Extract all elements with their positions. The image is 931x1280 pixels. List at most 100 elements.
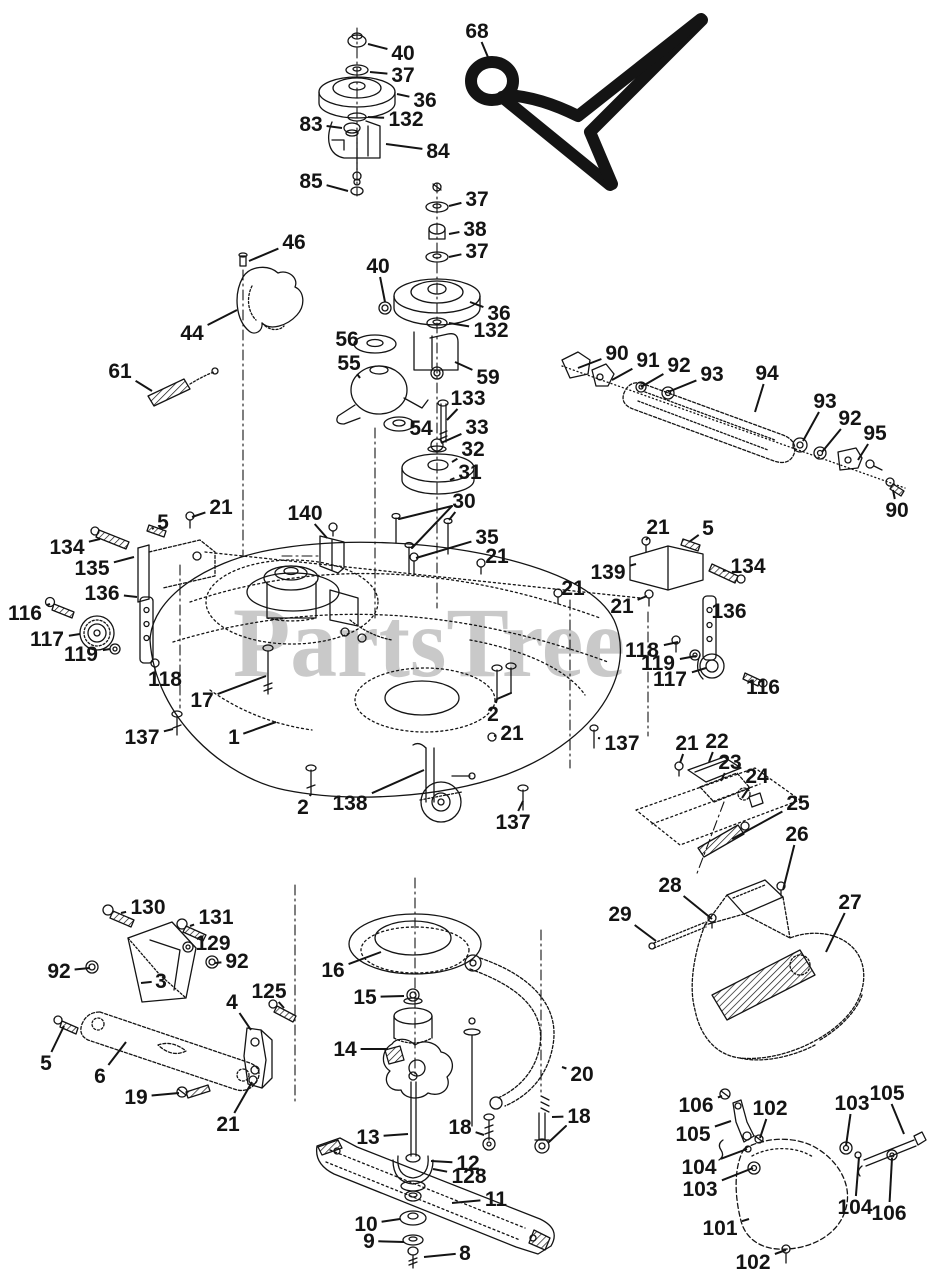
callout-label-83: 83 xyxy=(299,113,322,136)
callout-leader-137 xyxy=(517,800,524,812)
callout-leader-119 xyxy=(679,655,697,660)
callout-leader-10 xyxy=(381,1218,401,1223)
callout-label-5: 5 xyxy=(40,1052,52,1075)
callout-leader-21 xyxy=(233,1081,253,1114)
callout-label-116: 116 xyxy=(8,602,42,625)
callout-leader-91 xyxy=(611,367,633,381)
callout-label-132: 132 xyxy=(388,108,423,131)
callout-label-2: 2 xyxy=(487,703,499,726)
callout-leader-92 xyxy=(214,961,222,964)
callout-leader-37 xyxy=(448,253,462,258)
callout-label-134: 134 xyxy=(49,536,84,559)
callout-leader-92 xyxy=(74,967,91,971)
callout-leader-94 xyxy=(754,383,765,413)
callout-label-95: 95 xyxy=(863,422,887,445)
callout-leader-117 xyxy=(68,633,81,637)
callout-leader-22 xyxy=(708,751,714,763)
callout-label-1: 1 xyxy=(228,726,240,749)
callout-leader-128 xyxy=(432,1168,448,1173)
callout-label-21: 21 xyxy=(610,595,634,618)
guard-101 xyxy=(718,1088,927,1264)
callout-label-21: 21 xyxy=(485,545,509,568)
callout-label-17: 17 xyxy=(190,689,213,712)
callout-label-24: 24 xyxy=(745,765,769,788)
callout-label-14: 14 xyxy=(333,1038,357,1061)
callout-leader-119 xyxy=(102,648,111,652)
callout-leader-26 xyxy=(782,844,796,891)
callout-label-31: 31 xyxy=(458,461,482,484)
callout-label-93: 93 xyxy=(700,363,723,386)
callout-leader-68 xyxy=(480,41,491,63)
callout-label-101: 101 xyxy=(702,1217,737,1240)
callout-leader-61 xyxy=(135,379,153,392)
callout-label-125: 125 xyxy=(251,980,286,1003)
callout-leader-28 xyxy=(682,895,713,920)
diagram-art xyxy=(44,13,927,1269)
callout-leader-25 xyxy=(731,810,783,840)
discharge-chute-assembly xyxy=(635,756,801,950)
callout-label-21: 21 xyxy=(216,1113,240,1136)
callout-leader-101 xyxy=(741,1218,750,1223)
callout-label-11: 11 xyxy=(485,1188,508,1211)
callout-label-37: 37 xyxy=(391,64,414,87)
callout-label-13: 13 xyxy=(356,1126,379,1149)
callout-leader-19 xyxy=(151,1092,180,1097)
callout-leader-137 xyxy=(163,728,174,733)
callout-label-106: 106 xyxy=(678,1094,713,1117)
callout-label-133: 133 xyxy=(450,387,485,410)
callout-leader-33 xyxy=(440,432,462,444)
callout-label-10: 10 xyxy=(354,1213,377,1236)
callout-leader-117 xyxy=(691,667,707,674)
callout-leader-29 xyxy=(634,924,657,942)
callout-leader-21 xyxy=(645,537,649,541)
callout-leader-5 xyxy=(151,527,155,530)
callout-leader-8 xyxy=(423,1252,456,1258)
callout-label-44: 44 xyxy=(180,322,204,345)
callout-leader-21 xyxy=(637,595,648,601)
callout-label-130: 130 xyxy=(130,896,165,919)
callout-label-32: 32 xyxy=(461,438,484,461)
callout-label-37: 37 xyxy=(465,188,488,211)
callout-label-92: 92 xyxy=(838,407,861,430)
mandrel-assembly xyxy=(336,182,481,576)
callout-leader-5 xyxy=(50,1025,65,1053)
callout-label-137: 137 xyxy=(604,732,639,755)
callout-leader-92 xyxy=(640,373,664,388)
callout-label-90: 90 xyxy=(605,342,628,365)
callout-leader-35 xyxy=(415,540,472,559)
callout-label-94: 94 xyxy=(755,362,779,385)
callout-leader-44 xyxy=(207,309,238,326)
callout-leader-20 xyxy=(561,1066,567,1070)
callout-leader-140 xyxy=(313,523,328,539)
callout-label-28: 28 xyxy=(658,874,682,897)
callout-label-27: 27 xyxy=(838,891,861,914)
callout-leader-102 xyxy=(759,1118,768,1139)
callout-label-118: 118 xyxy=(625,639,659,662)
callout-leader-15 xyxy=(380,995,405,998)
callout-label-54: 54 xyxy=(409,417,433,440)
bracket-44 xyxy=(236,252,304,334)
callout-label-92: 92 xyxy=(667,354,690,377)
callout-label-132: 132 xyxy=(473,319,508,342)
callout-label-12: 12 xyxy=(456,1152,479,1175)
callout-leader-46 xyxy=(248,247,279,262)
callout-leader-55 xyxy=(356,373,361,379)
callout-leader-16 xyxy=(348,951,382,966)
watermark-text: PartsTree xyxy=(233,587,625,698)
callout-leader-130 xyxy=(120,910,127,914)
callout-label-116: 116 xyxy=(746,676,780,699)
right-wheel-bracket xyxy=(629,536,768,688)
callout-leader-106 xyxy=(888,1157,893,1203)
callout-label-102: 102 xyxy=(735,1251,770,1274)
callout-label-26: 26 xyxy=(785,823,808,846)
callout-leader-2 xyxy=(308,793,312,797)
callout-label-129: 129 xyxy=(195,932,230,955)
callout-leader-24 xyxy=(741,786,751,799)
callout-label-18: 18 xyxy=(448,1116,472,1139)
deflector-27 xyxy=(691,879,865,1061)
callout-leader-116 xyxy=(46,603,51,607)
callout-leader-36 xyxy=(396,93,410,98)
callout-label-33: 33 xyxy=(465,416,488,439)
